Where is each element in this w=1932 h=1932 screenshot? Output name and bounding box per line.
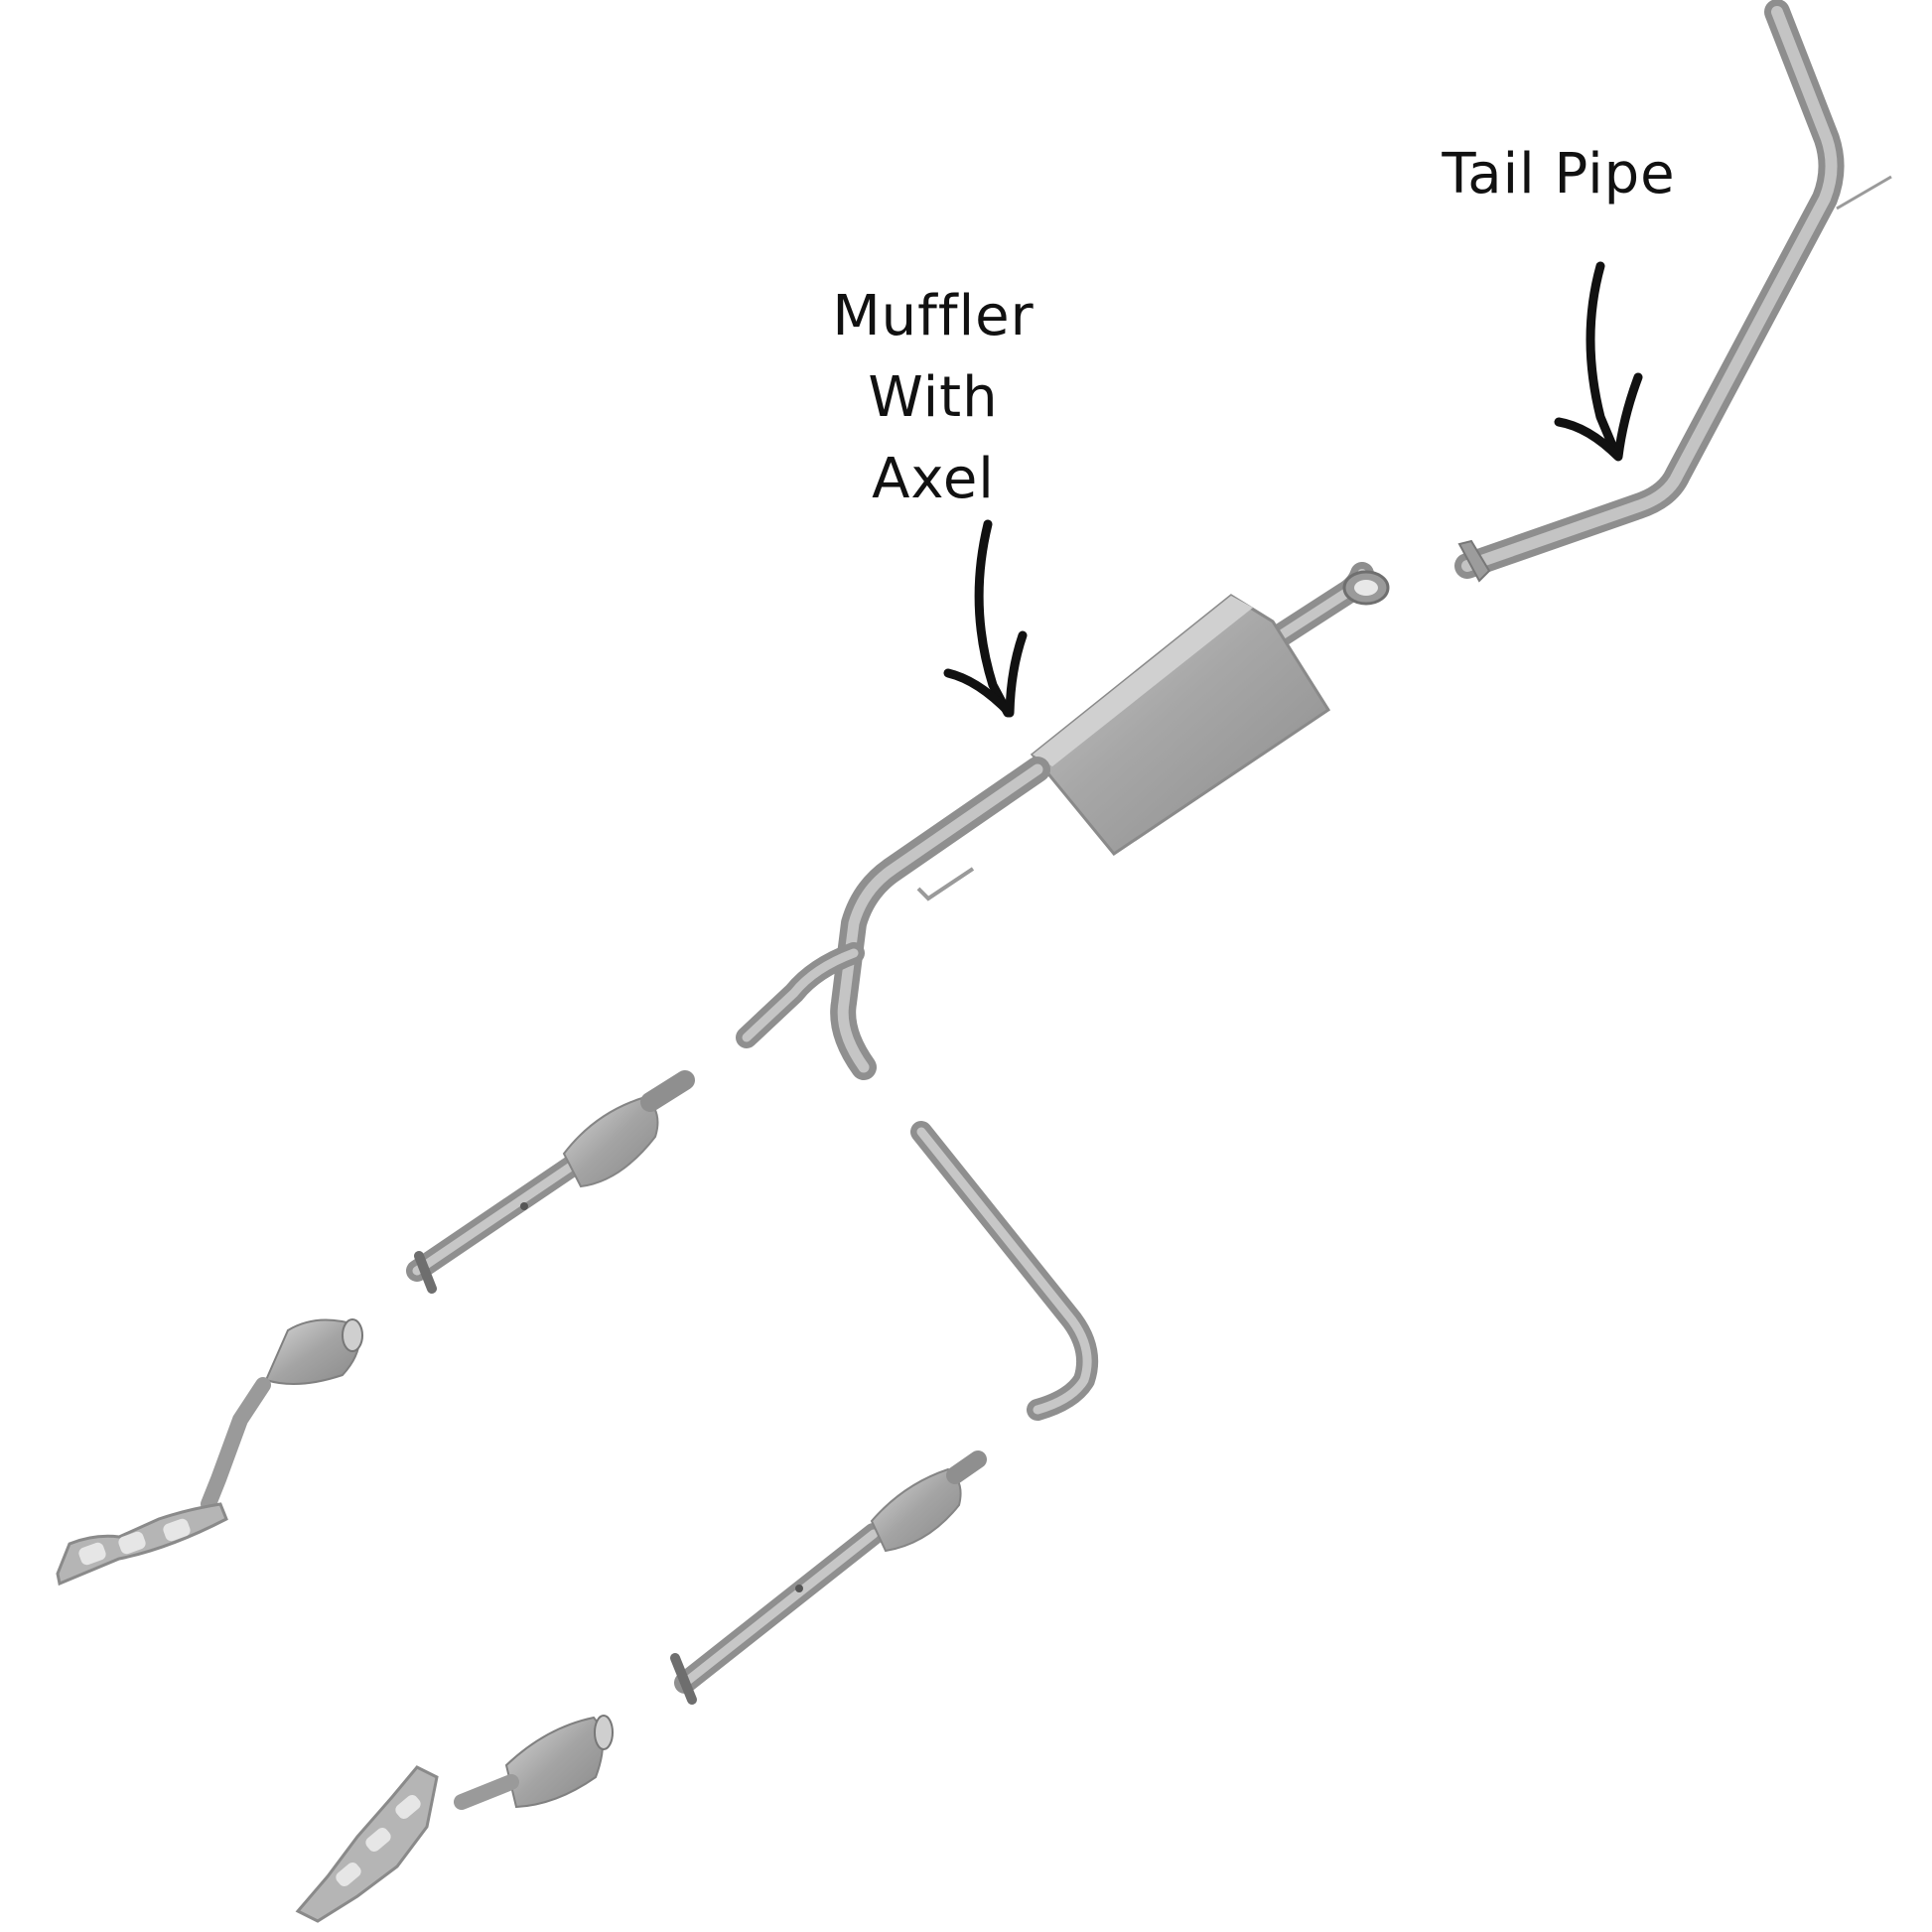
manifold-lower <box>295 1715 614 1923</box>
tail-pipe-arrow <box>1554 261 1643 462</box>
catalytic-pipe-upper <box>406 1070 695 1294</box>
catalytic-pipe-lower <box>670 1450 987 1705</box>
tail-pipe-label: Tail Pipe <box>1442 142 1676 207</box>
muffler-label-line-2: With <box>868 365 999 430</box>
manifold-upper <box>56 1318 363 1587</box>
muffler-arrow <box>943 519 1028 718</box>
intermediate-pipe <box>910 1121 1099 1421</box>
muffler-label-line-1: Muffler <box>832 284 1035 348</box>
muffler-label-line-3: Axel <box>872 447 995 511</box>
muffler-label: Muffler With Axel <box>794 276 1072 520</box>
muffler-assembly <box>736 562 1390 1080</box>
tail-pipe <box>1454 0 1892 583</box>
